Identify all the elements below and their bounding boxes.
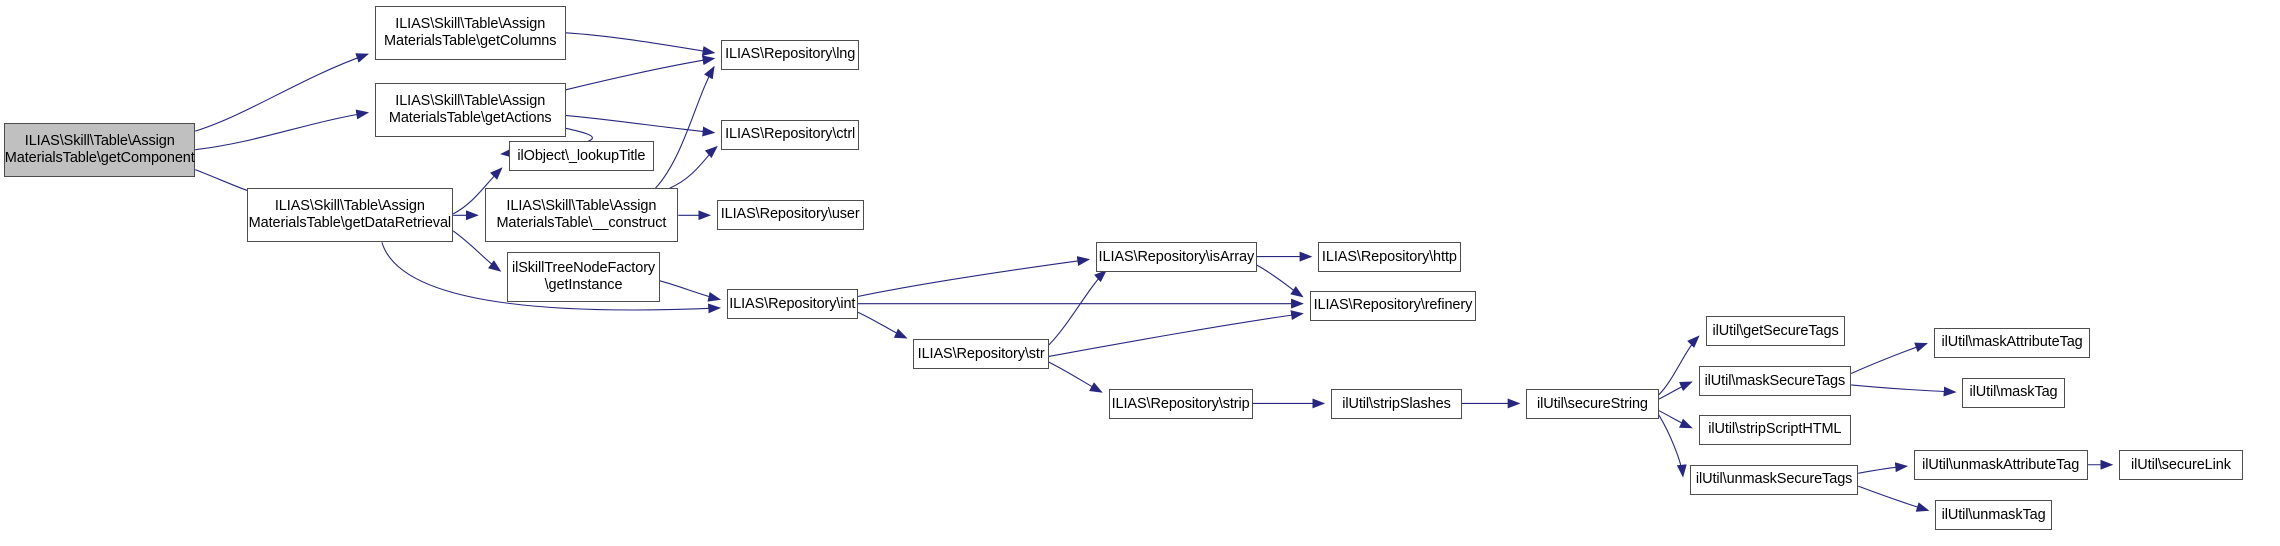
graph-node-label: ILIAS\Repository\user (720, 206, 860, 223)
graph-node-label: ilUtil\unmaskAttributeTag (1922, 456, 2080, 473)
graph-node-label: ILIAS\Skill\Table\Assign MaterialsTable\… (384, 15, 557, 49)
graph-node-label: ilObject\_lookupTitle (517, 147, 646, 164)
graph-node-int[interactable]: ILIAS\Repository\int (726, 289, 858, 320)
graph-node-getSecureTags[interactable]: ilUtil\getSecureTags (1705, 316, 1846, 347)
graph-node-getActions[interactable]: ILIAS\Skill\Table\Assign MaterialsTable\… (374, 82, 566, 137)
graph-node-str[interactable]: ILIAS\Repository\str (913, 339, 1049, 370)
graph-node-label: ilSkillTreeNodeFactory \getInstance (511, 260, 656, 294)
graph-node-label: ILIAS\Skill\Table\Assign MaterialsTable\… (496, 198, 667, 232)
graph-node-unmaskSecureTags[interactable]: ilUtil\unmaskSecureTags (1690, 464, 1859, 495)
graph-node-maskSecureTags[interactable]: ilUtil\maskSecureTags (1698, 366, 1852, 397)
graph-node-maskTag[interactable]: ilUtil\maskTag (1962, 377, 2065, 408)
graph-node-label: ILIAS\Repository\refinery (1313, 297, 1473, 314)
graph-node-label: ILIAS\Skill\Table\Assign MaterialsTable\… (248, 198, 452, 232)
graph-node-ctrl[interactable]: ILIAS\Repository\ctrl (721, 119, 860, 150)
graph-node-label: ilUtil\unmaskTag (1941, 506, 2046, 523)
graph-node-label: ilUtil\secureString (1536, 395, 1648, 412)
graph-node-label: ILIAS\Repository\int (729, 295, 856, 312)
graph-node-unmaskAttributeTag[interactable]: ilUtil\unmaskAttributeTag (1913, 450, 2088, 481)
graph-node-refinery[interactable]: ILIAS\Repository\refinery (1309, 290, 1477, 321)
graph-node-label: ILIAS\Repository\isArray (1098, 248, 1255, 265)
graph-node-strip[interactable]: ILIAS\Repository\strip (1108, 389, 1253, 420)
graph-node-lookupTitle[interactable]: ilObject\_lookupTitle (508, 141, 655, 172)
graph-node-getComponent[interactable]: ILIAS\Skill\Table\Assign MaterialsTable\… (4, 122, 196, 177)
graph-node-getDataRetrieval[interactable]: ILIAS\Skill\Table\Assign MaterialsTable\… (246, 188, 454, 243)
graph-node-label: ilUtil\maskTag (1969, 384, 2058, 401)
graph-node-getInstance[interactable]: ilSkillTreeNodeFactory \getInstance (507, 252, 660, 303)
graph-node-label: ilUtil\stripSlashes (1342, 395, 1451, 412)
graph-node-label: ILIAS\Skill\Table\Assign MaterialsTable\… (4, 132, 195, 166)
graph-node-label: ILIAS\Skill\Table\Assign MaterialsTable\… (388, 92, 552, 126)
graph-node-label: ILIAS\Repository\ctrl (725, 126, 856, 143)
graph-node-label: ilUtil\stripScriptHTML (1708, 421, 1842, 438)
graph-node-getColumns[interactable]: ILIAS\Skill\Table\Assign MaterialsTable\… (374, 5, 566, 60)
graph-node-label: ILIAS\Repository\http (1321, 248, 1457, 265)
graph-node-label: ilUtil\unmaskSecureTags (1695, 471, 1853, 488)
graph-node-label: ILIAS\Repository\strip (1111, 395, 1250, 412)
graph-node-stripScriptHTML[interactable]: ilUtil\stripScriptHTML (1698, 414, 1852, 445)
graph-node-secureLink[interactable]: ilUtil\secureLink (2118, 450, 2243, 481)
graph-node-label: ilUtil\getSecureTags (1712, 322, 1839, 339)
graph-node-label: ilUtil\maskAttributeTag (1941, 334, 2083, 351)
graph-node-construct[interactable]: ILIAS\Skill\Table\Assign MaterialsTable\… (484, 188, 679, 243)
graph-node-isArray[interactable]: ILIAS\Repository\isArray (1095, 242, 1257, 273)
graph-node-maskAttributeTag[interactable]: ilUtil\maskAttributeTag (1933, 327, 2091, 358)
graph-node-label: ILIAS\Repository\str (917, 345, 1045, 362)
graph-node-label: ilUtil\secureLink (2131, 456, 2231, 473)
graph-node-secureString[interactable]: ilUtil\secureString (1526, 389, 1659, 420)
graph-node-stripSlashes[interactable]: ilUtil\stripSlashes (1330, 389, 1463, 420)
graph-node-unmaskTag[interactable]: ilUtil\unmaskTag (1935, 500, 2052, 531)
graph-node-http[interactable]: ILIAS\Repository\http (1318, 242, 1461, 273)
graph-node-user[interactable]: ILIAS\Repository\user (716, 199, 864, 230)
graph-node-label: ilUtil\maskSecureTags (1704, 372, 1846, 389)
graph-node-label: ILIAS\Repository\lng (725, 46, 856, 63)
graph-node-lng[interactable]: ILIAS\Repository\lng (721, 39, 860, 70)
